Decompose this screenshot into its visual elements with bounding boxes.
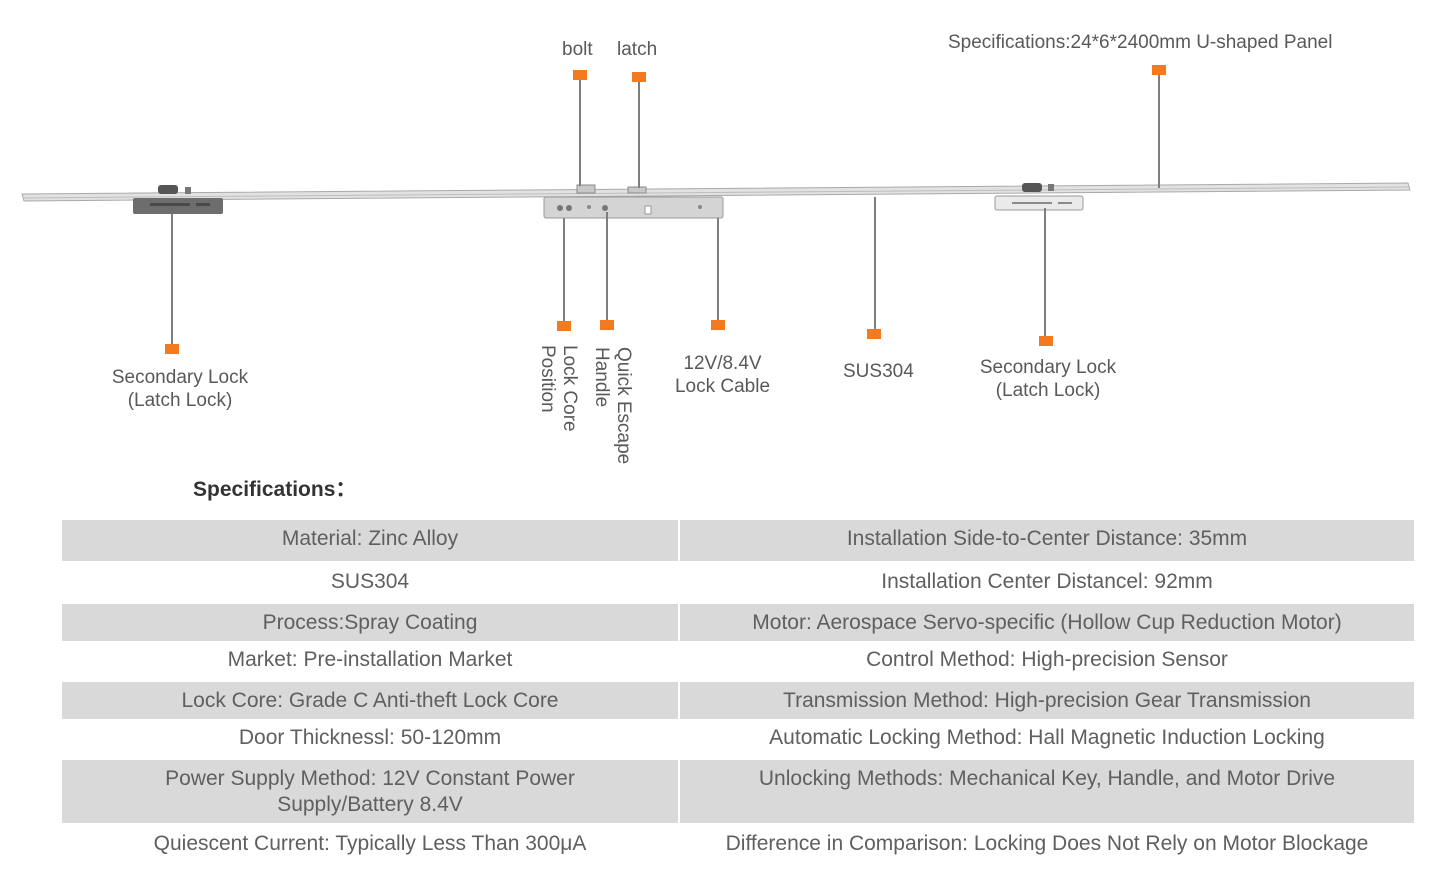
table-row: Door Thicknessl: 50-120mm Automatic Lock…	[62, 719, 1414, 760]
latch-label: latch	[617, 39, 658, 60]
table-row: Quiescent Current: Typically Less Than 3…	[62, 823, 1414, 864]
table-row: Lock Core: Grade C Anti-theft Lock Core …	[62, 682, 1414, 719]
lock-diagram	[21, 65, 1411, 354]
leader-lines	[171, 73, 1160, 349]
secondary-lock-right-body	[994, 183, 1084, 211]
table-row: Material: Zinc Alloy Installation Side-t…	[62, 520, 1414, 561]
table-row: SUS304 Installation Center Distancel: 92…	[62, 561, 1414, 604]
spec-cell: Quiescent Current: Typically Less Than 3…	[62, 823, 680, 864]
lock-core-position-label: Lock Core Position	[537, 345, 580, 432]
spec-cell: Transmission Method: High-precision Gear…	[679, 682, 1414, 719]
spec-cell: Motor: Aerospace Servo-specific (Hollow …	[679, 604, 1414, 641]
spec-cell: Difference in Comparison: Locking Does N…	[725, 832, 1369, 855]
spec-cell: Lock Core: Grade C Anti-theft Lock Core	[62, 682, 680, 719]
secondary-lock-right-label: Secondary Lock (Latch Lock)	[979, 357, 1117, 401]
table-row: Power Supply Method: 12V Constant Power …	[62, 760, 1414, 823]
secondary-lock-left-label: Secondary Lock (Latch Lock)	[111, 367, 249, 411]
lock-cable-label: 12V/8.4V Lock Cable	[674, 353, 771, 397]
table-row: Market: Pre-installation Market Control …	[62, 641, 1414, 682]
spec-cell: Unlocking Methods: Mechanical Key, Handl…	[679, 760, 1414, 823]
spec-cell: Automatic Locking Method: Hall Magnetic …	[769, 726, 1325, 749]
u-shaped-panel-rail	[21, 182, 1411, 202]
spec-cell: Process:Spray Coating	[62, 604, 680, 641]
specifications-heading: Specifications：	[193, 478, 357, 501]
main-lock-body	[543, 184, 724, 219]
panel-spec-label: Specifications:24*6*2400mm U-shaped Pane…	[948, 32, 1333, 53]
sus304-label: SUS304	[843, 361, 914, 382]
table-row: Process:Spray Coating Motor: Aerospace S…	[62, 604, 1414, 641]
spec-cell: Material: Zinc Alloy	[62, 520, 680, 561]
bolt-label: bolt	[562, 39, 593, 60]
callout-markers	[165, 65, 1166, 354]
spec-cell: Door Thicknessl: 50-120mm	[62, 719, 680, 760]
spec-cell: Market: Pre-installation Market	[62, 641, 680, 682]
spec-cell: Installation Side-to-Center Distance: 35…	[679, 520, 1414, 561]
secondary-lock-left-body	[133, 185, 223, 214]
spec-cell: Power Supply Method: 12V Constant Power …	[62, 760, 680, 823]
quick-escape-handle-label: Quick Escape Handle	[591, 347, 634, 465]
spec-cell: Control Method: High-precision Sensor	[866, 648, 1228, 671]
spec-cell: SUS304	[62, 561, 680, 604]
specifications-table: Material: Zinc Alloy Installation Side-t…	[62, 520, 1414, 864]
spec-cell: Installation Center Distancel: 92mm	[881, 570, 1213, 593]
